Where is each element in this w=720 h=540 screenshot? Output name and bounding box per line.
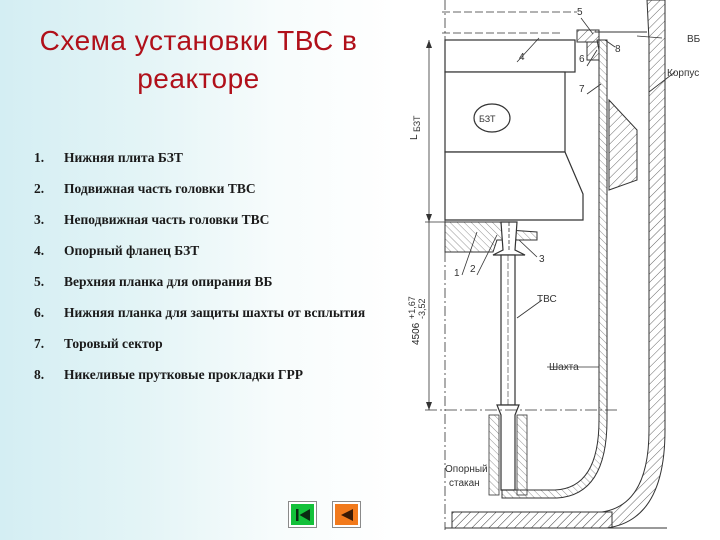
callout-1: 1 [454,268,460,279]
callout-2: 2 [470,264,476,275]
list-item: 4. Опорный фланец БЗТ [34,243,384,259]
callout-6: 6 [579,54,585,65]
list-item: 2. Подвижная часть головки ТВС [34,181,384,197]
previous-slide-button[interactable] [332,501,361,528]
callout-5: 5 [577,7,583,18]
dim-l-sub: БЗТ [412,115,422,132]
list-item-text: Нижняя планка для защиты шахты от всплыт… [64,305,366,320]
list-item-text: Опорный фланец БЗТ [64,243,200,258]
bzt-circle [473,103,511,133]
label-shakhta: Шахта [549,362,579,373]
list-item-text: Нижняя плита БЗТ [64,150,183,165]
list-item-text: Подвижная часть головки ТВС [64,181,256,196]
list-item: 8. Никеливые прутковые прокладки ГРР [34,367,384,383]
label-korpus: Корпус [667,68,699,79]
component-list: 1. Нижняя плита БЗТ 2. Подвижная часть г… [34,150,384,383]
list-item: 7. Торовый сектор [34,336,384,352]
callout-7: 7 [579,84,585,95]
callout-3: 3 [539,254,545,265]
torus-sector [608,98,638,191]
list-item-text: Торовый сектор [64,336,163,351]
list-item-number: 8. [34,367,45,382]
list-item: 6. Нижняя планка для защиты шахты от всп… [34,305,384,321]
label-support-cup-line1: Опорный [445,464,488,475]
list-item: 3. Неподвижная часть головки ТВС [34,212,384,228]
dim-height: 4506 [411,322,422,345]
dim-tol-lower: -3,52 [417,298,427,319]
reactor-drawing-svg: L БЗТ 4506 +1,67 -3,52 4 5 6 7 8 3 1 2 В… [407,0,701,530]
label-tvs: ТВС [537,294,557,305]
bzt-top-block [444,39,576,73]
l-bzt-dimension: L БЗТ [409,115,422,140]
skip-to-first-icon [295,508,310,521]
shaft-wall [501,39,608,499]
support-cup [496,404,520,491]
first-slide-button[interactable] [288,501,317,528]
callout-4: 4 [519,52,525,63]
previous-triangle-icon [340,508,353,521]
list-item-text: Верхняя планка для опирания ВБ [64,274,273,289]
left-panel [0,0,397,540]
list-item-number: 3. [34,212,45,227]
height-dimension: 4506 +1,67 -3,52 [407,296,427,345]
list-item-text: Никеливые прутковые прокладки ГРР [64,367,303,382]
list-item: 5. Верхняя планка для опирания ВБ [34,274,384,290]
dim-tol-upper: +1,67 [407,296,417,319]
dim-l-main: L [409,134,420,140]
list-item-number: 1. [34,150,45,165]
list-item-number: 2. [34,181,45,196]
list-item-number: 4. [34,243,45,258]
label-bzt: БЗТ [479,114,496,124]
slide-title: Схема установки ТВС в реакторе [39,25,358,94]
tvs-head [492,221,526,256]
label-support-cup-line2: стакан [449,478,480,489]
reactor-diagram: L БЗТ 4506 +1,67 -3,52 4 5 6 7 8 3 1 2 В… [397,0,720,540]
vessel-bottom [451,511,613,529]
list-item-text: Неподвижная часть головки ТВС [64,212,270,227]
label-vb: ВБ [687,34,701,45]
callout-8: 8 [615,44,621,55]
list-item-number: 5. [34,274,45,289]
list-item: 1. Нижняя плита БЗТ [34,150,384,166]
list-item-number: 6. [34,305,45,320]
list-item-number: 7. [34,336,45,351]
